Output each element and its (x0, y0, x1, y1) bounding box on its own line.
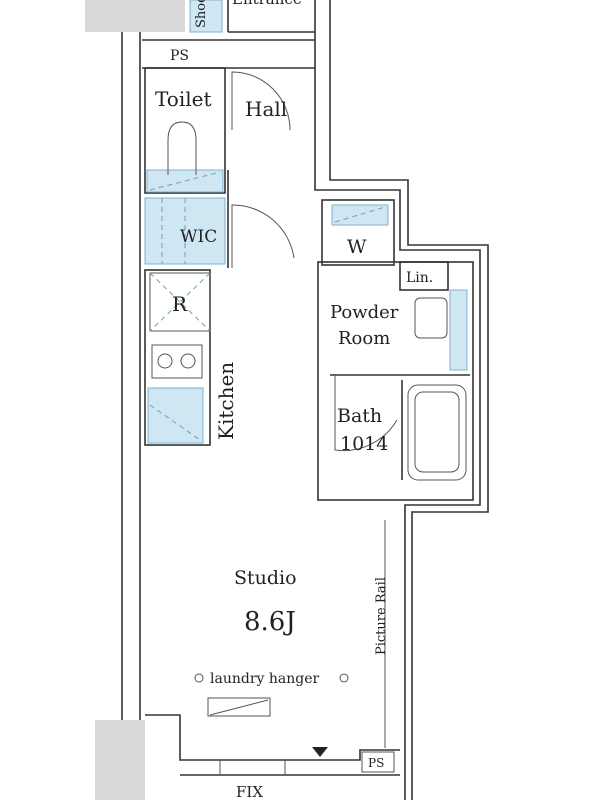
label-entrance: Entrance (232, 0, 302, 8)
label-laundry-hanger: laundry hanger (210, 671, 319, 687)
stove (151, 344, 203, 379)
label-bath-2: 1014 (340, 433, 388, 455)
washer-space (321, 199, 395, 266)
wic-door-swing (231, 204, 295, 268)
hanger-hook-left (194, 673, 204, 683)
bath-door-swing (334, 375, 398, 452)
entry-triangle-icon (312, 747, 328, 757)
hanger-hook-right (339, 673, 349, 683)
label-kitchen: Kitchen (214, 362, 238, 440)
label-powder-2: Room (338, 328, 390, 349)
label-hall: Hall (245, 97, 287, 121)
label-wic: WIC (180, 227, 217, 247)
bath-block (317, 261, 474, 501)
label-ps-top: PS (170, 48, 189, 64)
label-washer: W (347, 236, 367, 258)
exterior-block-top (85, 0, 185, 32)
bathtub-outer (407, 384, 467, 481)
label-picture-rail: Picture Rail (374, 577, 389, 655)
label-studio-size: 8.6J (244, 607, 296, 637)
bathtub-inner (414, 391, 460, 473)
label-powder-1: Powder (330, 302, 399, 323)
exterior-block-bottom (95, 720, 145, 800)
washbasin (414, 297, 448, 339)
ps-bottom-box (361, 751, 395, 773)
label-studio: Studio (234, 567, 297, 589)
kitchen-counter (144, 269, 211, 446)
hall-door-swing (231, 71, 291, 131)
label-refrigerator: R (172, 292, 188, 316)
label-linen: Lin. (406, 270, 433, 286)
laundry-bar (207, 697, 271, 717)
burner-1 (157, 353, 173, 369)
washer-water-area (331, 204, 389, 226)
refrigerator (149, 272, 211, 332)
powder-water-area (449, 289, 468, 371)
burner-2 (180, 353, 196, 369)
shoe-closet (189, 0, 223, 33)
outer-wall-right-outer (329, 0, 489, 800)
label-bath-1: Bath (337, 405, 382, 427)
label-ps-bottom: PS (368, 756, 384, 770)
bottom-wall (145, 714, 400, 761)
label-toilet: Toilet (155, 87, 212, 111)
toilet-room (144, 67, 226, 194)
label-shoe: Shoe (194, 0, 209, 28)
kitchen-sink (147, 387, 204, 444)
toilet-bowl (167, 121, 197, 175)
outer-wall-right-inner (314, 0, 481, 800)
label-fix: FIX (236, 783, 263, 800)
